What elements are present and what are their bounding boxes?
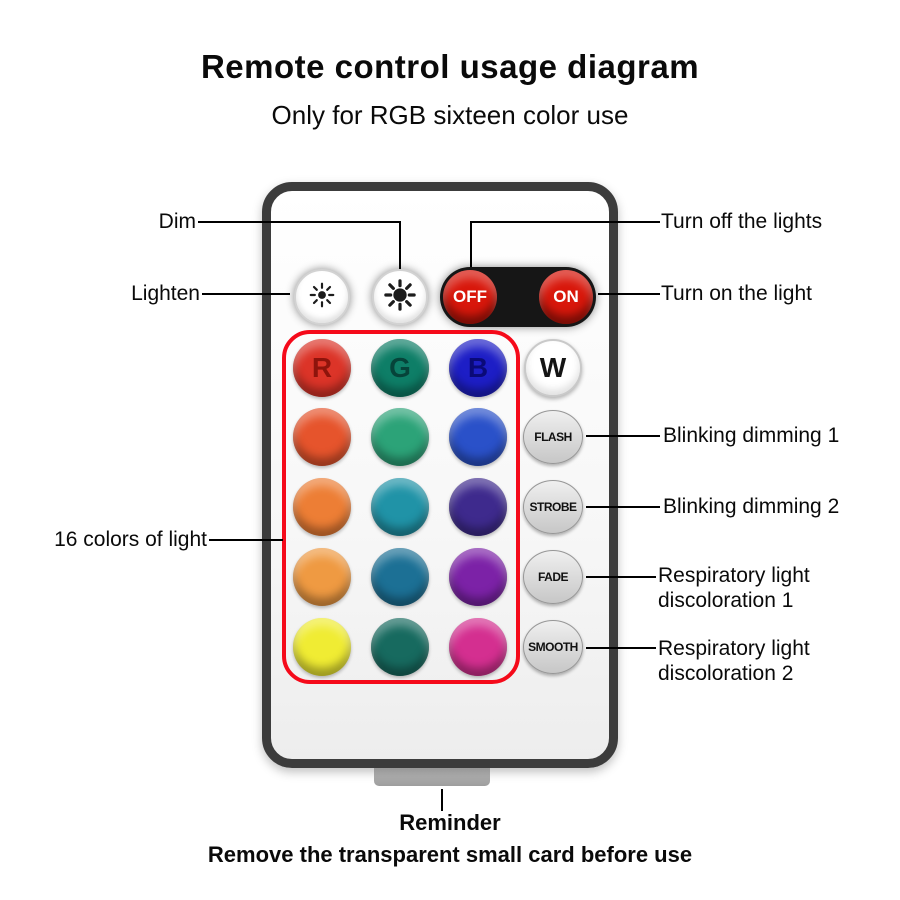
color-button[interactable] xyxy=(371,478,429,536)
color-button[interactable] xyxy=(449,478,507,536)
page-subtitle: Only for RGB sixteen color use xyxy=(271,100,629,130)
button-letter-w: W xyxy=(539,352,567,383)
fade-button[interactable]: FADE xyxy=(523,550,583,604)
color-button-blue[interactable]: B xyxy=(449,339,507,397)
on-button[interactable]: ON xyxy=(539,270,593,324)
reminder-note: Remove the transparent small card before… xyxy=(207,842,693,867)
connector-smooth xyxy=(586,647,656,649)
callout-respiratory-2: Respiratory light discoloration 2 xyxy=(658,636,810,686)
connector-dim-h xyxy=(198,221,401,223)
connector-strobe xyxy=(586,506,660,508)
dim-button[interactable] xyxy=(372,269,428,325)
connector-sixteen-colors xyxy=(209,539,283,541)
color-button[interactable] xyxy=(449,548,507,606)
callout-lighten: Lighten xyxy=(131,282,200,305)
color-button-green[interactable]: G xyxy=(371,339,429,397)
callout-blinking-1: Blinking dimming 1 xyxy=(663,424,840,447)
page-title: Remote control usage diagram xyxy=(200,48,700,85)
color-button[interactable] xyxy=(371,548,429,606)
connector-fade xyxy=(586,576,656,578)
callout-blinking-2: Blinking dimming 2 xyxy=(663,495,840,518)
connector-turn-off-h xyxy=(470,221,660,223)
color-button[interactable] xyxy=(293,618,351,676)
color-button[interactable] xyxy=(293,548,351,606)
callout-turn-on: Turn on the light xyxy=(661,282,812,305)
callout-respiratory-1-line2: discoloration 1 xyxy=(658,589,794,612)
button-letter-b: B xyxy=(467,352,489,383)
callout-respiratory-1-line1: Respiratory light xyxy=(658,564,810,587)
color-button[interactable] xyxy=(293,408,351,466)
color-button[interactable] xyxy=(371,408,429,466)
color-button[interactable] xyxy=(371,618,429,676)
connector-turn-off-v xyxy=(470,221,472,267)
color-button[interactable] xyxy=(449,408,507,466)
smooth-button[interactable]: SMOOTH xyxy=(523,620,583,674)
off-button[interactable]: OFF xyxy=(443,270,497,324)
connector-reminder xyxy=(441,789,443,811)
connector-turn-on xyxy=(598,293,660,295)
button-letter-r: R xyxy=(311,352,333,383)
power-button-group: OFF ON xyxy=(440,267,596,327)
sun-large-icon xyxy=(384,278,416,316)
button-letter-g: G xyxy=(389,352,411,383)
sixteen-color-outline xyxy=(282,330,520,684)
callout-sixteen-colors: 16 colors of light xyxy=(54,528,207,551)
callout-respiratory-1: Respiratory light discoloration 1 xyxy=(658,563,810,613)
connector-flash xyxy=(586,435,660,437)
color-button[interactable] xyxy=(293,478,351,536)
callout-respiratory-2-line2: discoloration 2 xyxy=(658,662,794,685)
reminder-title: Reminder xyxy=(399,810,501,835)
connector-lighten xyxy=(202,293,290,295)
callout-respiratory-2-line1: Respiratory light xyxy=(658,637,810,660)
white-button[interactable]: W xyxy=(524,339,582,397)
strobe-button[interactable]: STROBE xyxy=(523,480,583,534)
connector-dim-v xyxy=(399,221,401,269)
callout-turn-off: Turn off the lights xyxy=(661,210,823,233)
callout-dim: Dim xyxy=(158,210,196,233)
transparent-card-tab[interactable] xyxy=(374,766,490,786)
flash-button[interactable]: FLASH xyxy=(523,410,583,464)
lighten-button[interactable] xyxy=(294,269,350,325)
color-button[interactable] xyxy=(449,618,507,676)
color-button-red[interactable]: R xyxy=(293,339,351,397)
sun-small-icon xyxy=(309,282,335,313)
